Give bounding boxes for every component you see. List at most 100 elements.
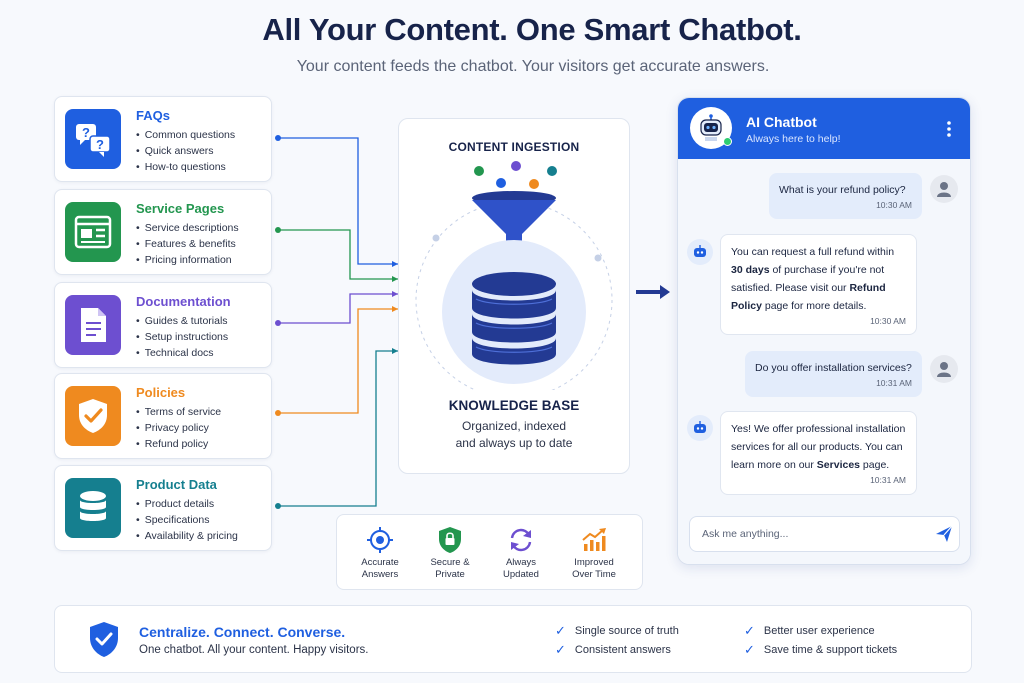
database-icon: [65, 478, 121, 538]
list-item: Service descriptions: [136, 220, 239, 236]
list-item: Guides & tutorials: [136, 313, 228, 329]
shield-lock-icon: [415, 525, 485, 555]
bot-message: You can request a full refund within 30 …: [720, 234, 917, 335]
feature-label: Secure &Private: [430, 557, 470, 580]
database-stack-icon: [472, 272, 556, 365]
chat-messages: What is your refund policy? 10:30 AM You…: [678, 159, 970, 564]
message-time: 10:31 AM: [876, 378, 912, 388]
kb-desc-line: and always up to date: [455, 436, 573, 450]
growth-chart-icon: [559, 525, 629, 555]
connector-policies: [278, 308, 398, 414]
svg-text:?: ?: [82, 125, 90, 140]
bot-message-avatar-icon: [687, 415, 713, 441]
content-ingestion-label: CONTENT INGESTION: [448, 140, 580, 154]
list-item: Pricing information: [136, 252, 239, 268]
list-item: Common questions: [136, 127, 235, 143]
ingestion-graphic: [415, 161, 613, 390]
bot-message-avatar-icon: [687, 239, 713, 265]
connector-faqs: [278, 137, 398, 265]
message-time: 10:30 AM: [870, 316, 906, 326]
svg-text:?: ?: [96, 137, 104, 152]
user-avatar-icon: [930, 355, 958, 383]
target-icon: [345, 525, 415, 555]
source-items: Service descriptions Features & benefits…: [136, 220, 239, 268]
chat-input-placeholder: Ask me anything...: [702, 528, 789, 540]
list-item: Privacy policy: [136, 420, 221, 436]
source-title: Service Pages: [136, 201, 225, 216]
online-status-dot: [723, 137, 732, 146]
question-bubbles-icon: ? ?: [65, 109, 121, 169]
list-item: Availability & pricing: [136, 528, 238, 544]
refresh-icon: [486, 525, 556, 555]
user-avatar-icon: [930, 175, 958, 203]
list-item: Setup instructions: [136, 329, 228, 345]
shield-check-icon: [87, 620, 121, 665]
list-item: Refund policy: [136, 436, 221, 452]
bot-message: Yes! We offer professional installation …: [720, 411, 917, 495]
webpage-icon: [65, 202, 121, 262]
check-item: ✓Consistent answers: [555, 642, 671, 657]
list-item: Specifications: [136, 512, 238, 528]
list-item: Terms of service: [136, 404, 221, 420]
list-item: Features & benefits: [136, 236, 239, 252]
page-subtitle: Your content feeds the chatbot. Your vis…: [296, 58, 770, 75]
content-dots-icon: [474, 161, 557, 189]
user-message: What is your refund policy? 10:30 AM: [769, 173, 922, 219]
source-card-faqs: ? ? FAQs Common questions Quick answers …: [54, 96, 272, 182]
check-item: ✓Better user experience: [744, 623, 875, 638]
source-title: Product Data: [136, 477, 217, 492]
check-icon: ✓: [555, 623, 566, 638]
more-options-icon[interactable]: [946, 120, 952, 143]
chat-input[interactable]: Ask me anything...: [689, 516, 960, 552]
list-item: Technical docs: [136, 345, 228, 361]
source-card-policies: Policies Terms of service Privacy policy…: [54, 373, 272, 459]
page-title: All Your Content. One Smart Chatbot.: [262, 12, 802, 47]
arrow-to-chat-icon: [636, 285, 670, 299]
message-time: 10:30 AM: [876, 200, 912, 210]
source-title: FAQs: [136, 108, 170, 123]
bot-avatar-icon: [690, 107, 732, 149]
chatbot-status: Always here to help!: [746, 133, 841, 145]
list-item: How-to questions: [136, 159, 235, 175]
connector-dots: [275, 135, 281, 509]
check-item: ✓Single source of truth: [555, 623, 679, 638]
connector-arrowheads: [392, 261, 398, 354]
document-icon: [65, 295, 121, 355]
connector-documentation: [278, 293, 398, 324]
check-item: ✓Save time & support tickets: [744, 642, 898, 657]
source-card-product-data: Product Data Product details Specificati…: [54, 465, 272, 551]
connector-product-data: [278, 350, 398, 507]
footer-title: Centralize. Connect. Converse.: [139, 624, 346, 640]
source-card-documentation: Documentation Guides & tutorials Setup i…: [54, 282, 272, 368]
chat-header: AI Chatbot Always here to help!: [678, 98, 970, 159]
footer-subtitle: One chatbot. All your content. Happy vis…: [139, 644, 369, 656]
knowledge-base-description: Organized, indexed and always up to date: [398, 418, 630, 452]
check-icon: ✓: [744, 642, 755, 657]
kb-desc-line: Organized, indexed: [461, 419, 567, 433]
list-item: Quick answers: [136, 143, 235, 159]
source-title: Documentation: [136, 294, 231, 309]
source-card-service-pages: Service Pages Service descriptions Featu…: [54, 189, 272, 275]
footer-banner: Centralize. Connect. Converse. One chatb…: [54, 605, 972, 673]
send-icon[interactable]: [932, 522, 956, 546]
source-items: Terms of service Privacy policy Refund p…: [136, 404, 221, 452]
check-icon: ✓: [744, 623, 755, 638]
chatbot-window: AI Chatbot Always here to help! What is …: [677, 97, 971, 565]
source-items: Product details Specifications Availabil…: [136, 496, 238, 544]
feature-secure-private: Secure &Private: [415, 525, 485, 581]
chatbot-name: AI Chatbot: [746, 114, 817, 130]
shield-check-icon: [65, 386, 121, 446]
message-time: 10:31 AM: [870, 475, 906, 485]
source-items: Guides & tutorials Setup instructions Te…: [136, 313, 228, 361]
list-item: Product details: [136, 496, 238, 512]
knowledge-base-title: KNOWLEDGE BASE: [448, 398, 580, 413]
source-title: Policies: [136, 385, 186, 400]
source-items: Common questions Quick answers How-to qu…: [136, 127, 235, 175]
